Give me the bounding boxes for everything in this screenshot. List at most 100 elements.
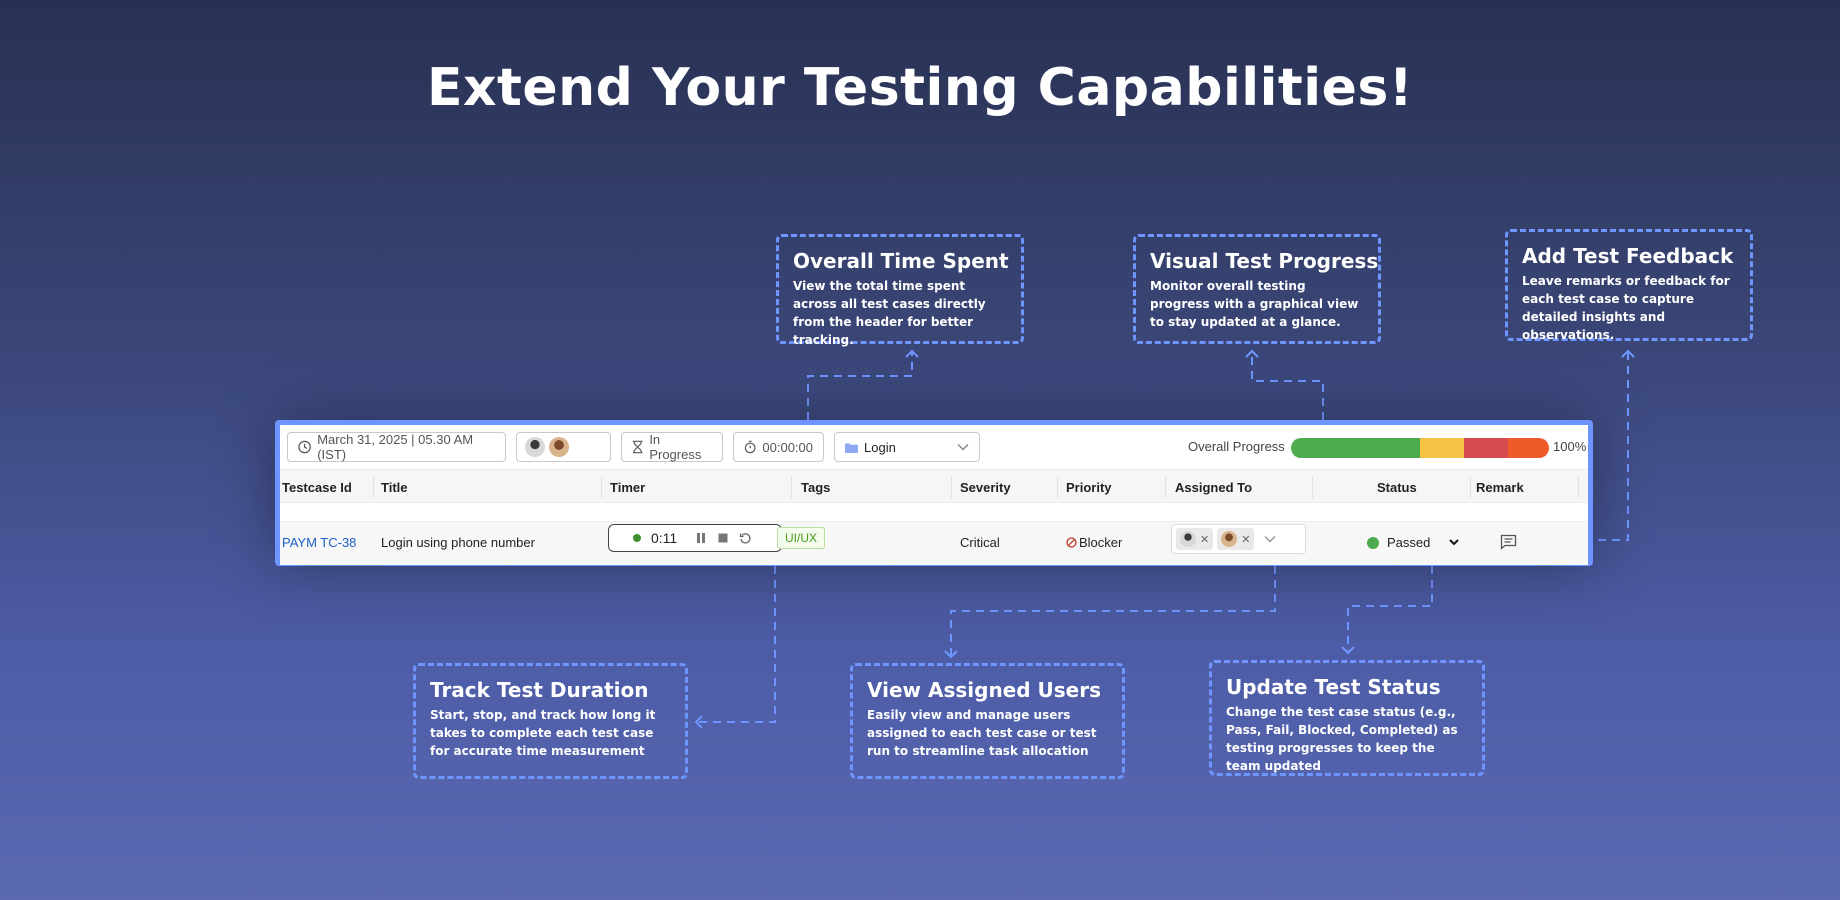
- callout-time-spent: Overall Time Spent View the total time s…: [776, 234, 1024, 347]
- module-select[interactable]: Login: [834, 432, 980, 462]
- callout-text: Monitor overall testing progress with a …: [1150, 279, 1359, 329]
- status-select[interactable]: Passed: [1367, 535, 1459, 550]
- callout-progress: Visual Test Progress Monitor overall tes…: [1133, 234, 1381, 344]
- connector-status: [1347, 566, 1433, 651]
- total-time-field[interactable]: 00:00:00: [733, 432, 824, 462]
- chevron-down-icon: [1449, 539, 1459, 546]
- module-text: Login: [864, 439, 896, 455]
- column-divider: [1312, 476, 1313, 498]
- timer-value: 0:11: [651, 530, 678, 546]
- status-text: Passed: [1387, 535, 1431, 550]
- testcase-id-link[interactable]: PAYM TC-38: [282, 535, 357, 550]
- arrowhead-status: [1341, 646, 1355, 655]
- callout-text: Start, stop, and track how long it takes…: [430, 708, 656, 758]
- column-divider: [1470, 476, 1471, 498]
- priority-value: Blocker: [1066, 535, 1122, 550]
- callout-text: Easily view and manage users assigned to…: [867, 708, 1097, 758]
- column-divider: [1057, 476, 1058, 498]
- column-header: Severity: [960, 480, 1011, 495]
- connector-feedback: [1598, 352, 1629, 541]
- callout-text: View the total time spent across all tes…: [793, 279, 986, 347]
- progress-segment-in-progress: [1420, 438, 1464, 458]
- callout-title: Overall Time Spent: [793, 249, 1009, 273]
- connector-time-spent: [807, 352, 913, 420]
- remove-assignee-icon[interactable]: ✕: [1241, 533, 1251, 546]
- column-header: Timer: [610, 480, 646, 495]
- table-row[interactable]: PAYM TC-38 Login using phone number 0:11…: [280, 521, 1588, 565]
- avatar: [1221, 531, 1238, 547]
- arrowhead-users: [944, 650, 958, 659]
- blocked-icon: [1066, 537, 1077, 548]
- column-divider: [1578, 476, 1579, 498]
- callout-title: Update Test Status: [1226, 675, 1441, 699]
- column-divider: [373, 476, 374, 498]
- column-header: Tags: [801, 480, 831, 495]
- column-divider: [601, 476, 602, 498]
- chevron-down-icon[interactable]: [1264, 535, 1276, 543]
- connector-duration: [697, 566, 776, 723]
- column-header: Remark: [1476, 480, 1524, 495]
- tag-badge: UI/UX: [777, 527, 826, 549]
- reset-icon[interactable]: [739, 532, 752, 545]
- column-divider: [951, 476, 952, 498]
- stop-icon[interactable]: [717, 532, 729, 544]
- chevron-down-icon: [957, 443, 969, 451]
- date-text: March 31, 2025 | 05.30 AM (IST): [317, 432, 474, 462]
- table-header: Testcase Id Title Timer Tags Severity Pr…: [280, 469, 1588, 503]
- column-header: Assigned To: [1175, 480, 1253, 495]
- toolbar: March 31, 2025 | 05.30 AM (IST) In Progr…: [280, 425, 1588, 469]
- run-status-text: In Progress: [649, 432, 702, 462]
- progress-percent: 100%: [1553, 439, 1587, 454]
- progress-segment-failed: [1463, 438, 1508, 458]
- timer-control: 0:11: [608, 524, 782, 552]
- callout-users: View Assigned Users Easily view and mana…: [850, 663, 1125, 779]
- column-divider: [1165, 476, 1166, 498]
- arrowhead-feedback: [1621, 349, 1635, 358]
- total-time-text: 00:00:00: [762, 439, 813, 455]
- remove-assignee-icon[interactable]: ✕: [1200, 533, 1210, 546]
- date-field[interactable]: March 31, 2025 | 05.30 AM (IST): [287, 432, 506, 462]
- callout-status: Update Test Status Change the test case …: [1209, 660, 1485, 776]
- assignee-chip: ✕: [1217, 528, 1255, 550]
- assignee-filter[interactable]: [516, 432, 611, 462]
- folder-icon: [845, 443, 858, 453]
- hourglass-icon: [632, 440, 643, 454]
- remark-icon[interactable]: [1500, 534, 1517, 550]
- status-dot-icon: [1367, 536, 1379, 549]
- column-header: Status: [1377, 480, 1417, 495]
- progress-segment-blocked: [1507, 438, 1549, 458]
- callout-title: Track Test Duration: [430, 678, 649, 702]
- arrowhead-duration: [694, 715, 703, 729]
- assigned-users-select[interactable]: ✕ ✕: [1171, 524, 1306, 554]
- pause-icon[interactable]: [695, 532, 707, 544]
- callout-text: Leave remarks or feedback for each test …: [1522, 274, 1730, 342]
- overall-progress-bar: [1291, 438, 1549, 458]
- callout-title: View Assigned Users: [867, 678, 1102, 702]
- progress-label: Overall Progress: [1188, 439, 1285, 454]
- column-header: Priority: [1066, 480, 1112, 495]
- column-header: Title: [381, 480, 408, 495]
- connector-users: [950, 566, 1276, 655]
- callout-duration: Track Test Duration Start, stop, and tra…: [413, 663, 688, 779]
- testcase-title: Login using phone number: [381, 535, 535, 550]
- page-title: Extend Your Testing Capabilities!: [426, 58, 1414, 118]
- test-run-panel: March 31, 2025 | 05.30 AM (IST) In Progr…: [275, 420, 1593, 566]
- running-indicator-icon: [633, 534, 641, 542]
- arrowhead-progress: [1245, 349, 1259, 358]
- arrowhead-time-spent: [905, 349, 919, 358]
- assignee-chip: ✕: [1176, 528, 1214, 550]
- avatar: [1180, 531, 1196, 547]
- callout-title: Visual Test Progress: [1150, 249, 1379, 273]
- progress-segment-passed: [1291, 438, 1420, 458]
- severity-value: Critical: [960, 535, 1000, 550]
- callout-title: Add Test Feedback: [1522, 244, 1734, 268]
- avatar: [525, 437, 545, 457]
- connector-progress: [1251, 352, 1324, 420]
- column-divider: [791, 476, 792, 498]
- run-status-field[interactable]: In Progress: [621, 432, 723, 462]
- clock-icon: [298, 440, 311, 454]
- callout-text: Change the test case status (e.g., Pass,…: [1226, 705, 1458, 773]
- column-header: Testcase Id: [282, 480, 352, 495]
- priority-text: Blocker: [1079, 535, 1123, 550]
- avatar: [549, 437, 569, 457]
